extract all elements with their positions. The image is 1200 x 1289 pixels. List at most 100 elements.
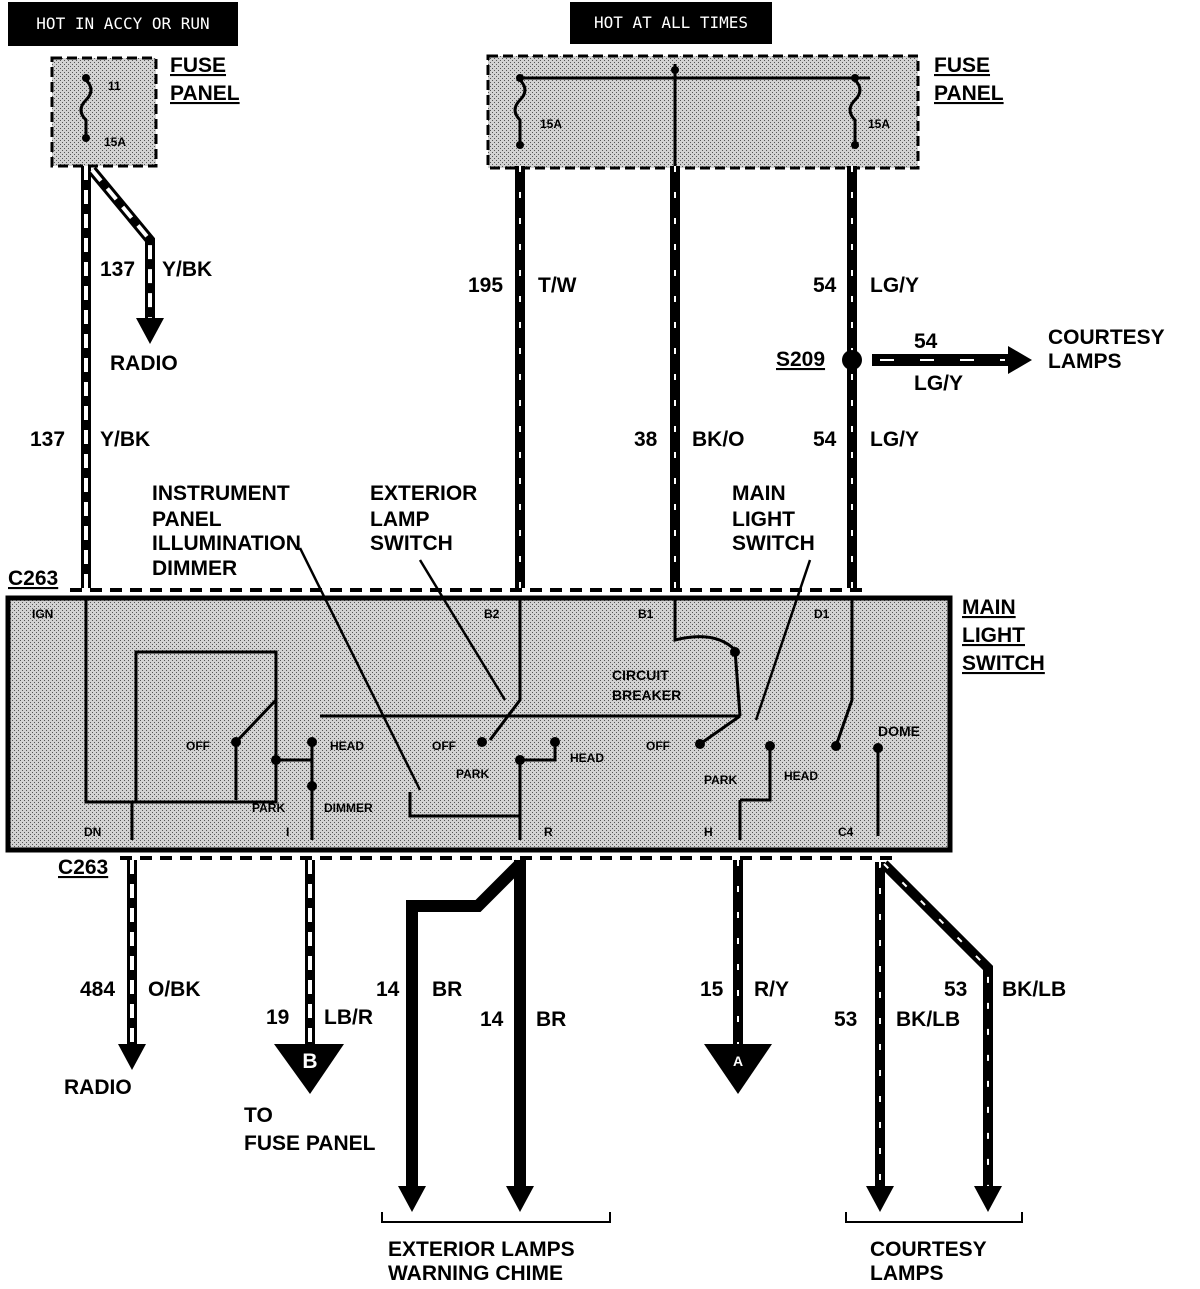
pin-b1: B1: [638, 607, 654, 621]
fuse-panel-left-label-2: PANEL: [170, 82, 240, 105]
wire-54-low-color: LG/Y: [870, 428, 919, 451]
radio-top-label: RADIO: [110, 352, 178, 375]
terminal-a-label: A: [733, 1053, 743, 1069]
courtesy-top-label-1: COURTESY: [1048, 326, 1165, 349]
switch-dome: DOME: [878, 723, 920, 739]
callout-ext-switch-3: SWITCH: [370, 532, 453, 555]
callout-ext-switch-2: LAMP: [370, 508, 430, 531]
wire-484-color: O/BK: [148, 978, 201, 1001]
wire-53-branch: [880, 860, 1002, 1212]
circuit-breaker-2: BREAKER: [612, 687, 681, 703]
wire-14b-color: BR: [536, 1008, 566, 1031]
fuse-right-b-amp: 15A: [868, 117, 890, 131]
switch-dimmer: DIMMER: [324, 801, 373, 815]
terminal-a: A: [704, 1044, 772, 1094]
wire-53a-num: 53: [944, 978, 967, 1001]
fuse-panel-left: 11 15A: [50, 56, 158, 168]
wire-38-color: BK/O: [692, 428, 745, 451]
switch-off-2: OFF: [432, 739, 456, 753]
ext-lamps-label-2: WARNING CHIME: [388, 1262, 563, 1284]
main-light-switch-box: [5, 547, 953, 853]
callout-ip-dimmer-1: INSTRUMENT: [152, 482, 290, 505]
courtesy-bottom-label-1: COURTESY: [870, 1238, 987, 1261]
fuse-right-a-amp: 15A: [540, 117, 562, 131]
wire-137-radio-branch: [88, 166, 164, 344]
wire-484: [118, 860, 146, 1070]
pin-c4: C4: [838, 825, 854, 839]
wire-137-top-num: 137: [100, 258, 135, 281]
pin-r: R: [544, 825, 553, 839]
header-hot-accy-run: HOT IN ACCY OR RUN: [8, 2, 238, 46]
splice-branch-courtesy: [842, 346, 1032, 374]
switch-title-2: LIGHT: [962, 624, 1025, 647]
wire-14-left: [398, 859, 525, 1212]
pin-h: H: [704, 825, 713, 839]
fuse-left-number: 11: [108, 79, 121, 93]
connector-bottom-label: C263: [58, 856, 108, 879]
courtesy-top-label-2: LAMPS: [1048, 350, 1122, 373]
wire-14a-color: BR: [432, 978, 462, 1001]
header-hot-all-times: HOT AT ALL TIMES: [570, 2, 772, 44]
wire-195-color: T/W: [538, 274, 577, 297]
switch-off-3: OFF: [646, 739, 670, 753]
switch-off-1: OFF: [186, 739, 210, 753]
terminal-b-label: B: [302, 1050, 317, 1073]
wire-54-low-num: 54: [813, 428, 837, 451]
callout-main-switch-2: LIGHT: [732, 508, 795, 531]
wire-54-top-num: 54: [813, 274, 837, 297]
wire-137-left-num: 137: [30, 428, 65, 451]
wire-53a-color: BK/LB: [1002, 978, 1066, 1001]
to-fuse-label-1: TO: [244, 1104, 273, 1127]
wire-14b-num: 14: [480, 1008, 504, 1031]
callout-ext-switch-1: EXTERIOR: [370, 482, 477, 505]
switch-head-1: HEAD: [330, 739, 364, 753]
switch-title-1: MAIN: [962, 596, 1016, 619]
switch-head-2: HEAD: [570, 751, 604, 765]
wire-14a-num: 14: [376, 978, 400, 1001]
pin-ign: IGN: [32, 607, 53, 621]
connector-top-label: C263: [8, 567, 58, 590]
fuse-panel-left-label-1: FUSE: [170, 54, 226, 77]
wire-15-color: R/Y: [754, 978, 789, 1001]
wire-137-top-color: Y/BK: [162, 258, 212, 281]
callout-ip-dimmer-4: DIMMER: [152, 557, 237, 580]
pin-i: I: [286, 825, 289, 839]
fuse-left-amp: 15A: [104, 135, 126, 149]
splice-label: S209: [776, 348, 825, 371]
wire-53b-num: 53: [834, 1008, 857, 1031]
pin-dn: DN: [84, 825, 101, 839]
wire-54-branch-num: 54: [914, 330, 938, 353]
switch-title-3: SWITCH: [962, 652, 1045, 675]
wire-53-straight: [866, 862, 894, 1212]
fuse-panel-right-label-1: FUSE: [934, 54, 990, 77]
fuse-panel-right: 15A 15A: [486, 54, 920, 170]
circuit-breaker-1: CIRCUIT: [612, 667, 669, 683]
radio-bottom-label: RADIO: [64, 1076, 132, 1099]
header-hot-accy-run-text: HOT IN ACCY OR RUN: [36, 14, 209, 33]
wire-195-num: 195: [468, 274, 503, 297]
fuse-panel-right-label-2: PANEL: [934, 82, 1004, 105]
wire-53b-color: BK/LB: [896, 1008, 960, 1031]
wire-484-num: 484: [80, 978, 115, 1001]
wire-19-color: LB/R: [324, 1006, 373, 1029]
courtesy-bottom-label-2: LAMPS: [870, 1262, 944, 1284]
wire-137-left-color: Y/BK: [100, 428, 150, 451]
callout-main-switch-3: SWITCH: [732, 532, 815, 555]
pin-d1: D1: [814, 607, 830, 621]
wire-14-right: [506, 860, 534, 1212]
callout-ip-dimmer-3: ILLUMINATION: [152, 532, 301, 555]
courtesy-bracket: [845, 1212, 1023, 1223]
switch-park-2: PARK: [456, 767, 489, 781]
wire-38-num: 38: [634, 428, 658, 451]
header-hot-all-times-text: HOT AT ALL TIMES: [594, 13, 748, 32]
wire-54-top-color: LG/Y: [870, 274, 919, 297]
wire-15-num: 15: [700, 978, 724, 1001]
ext-lamps-bracket: [381, 1212, 611, 1223]
switch-head-3: HEAD: [784, 769, 818, 783]
wire-19-num: 19: [266, 1006, 289, 1029]
switch-park-3: PARK: [704, 773, 737, 787]
terminal-b: B: [274, 1044, 344, 1094]
pin-b2: B2: [484, 607, 500, 621]
